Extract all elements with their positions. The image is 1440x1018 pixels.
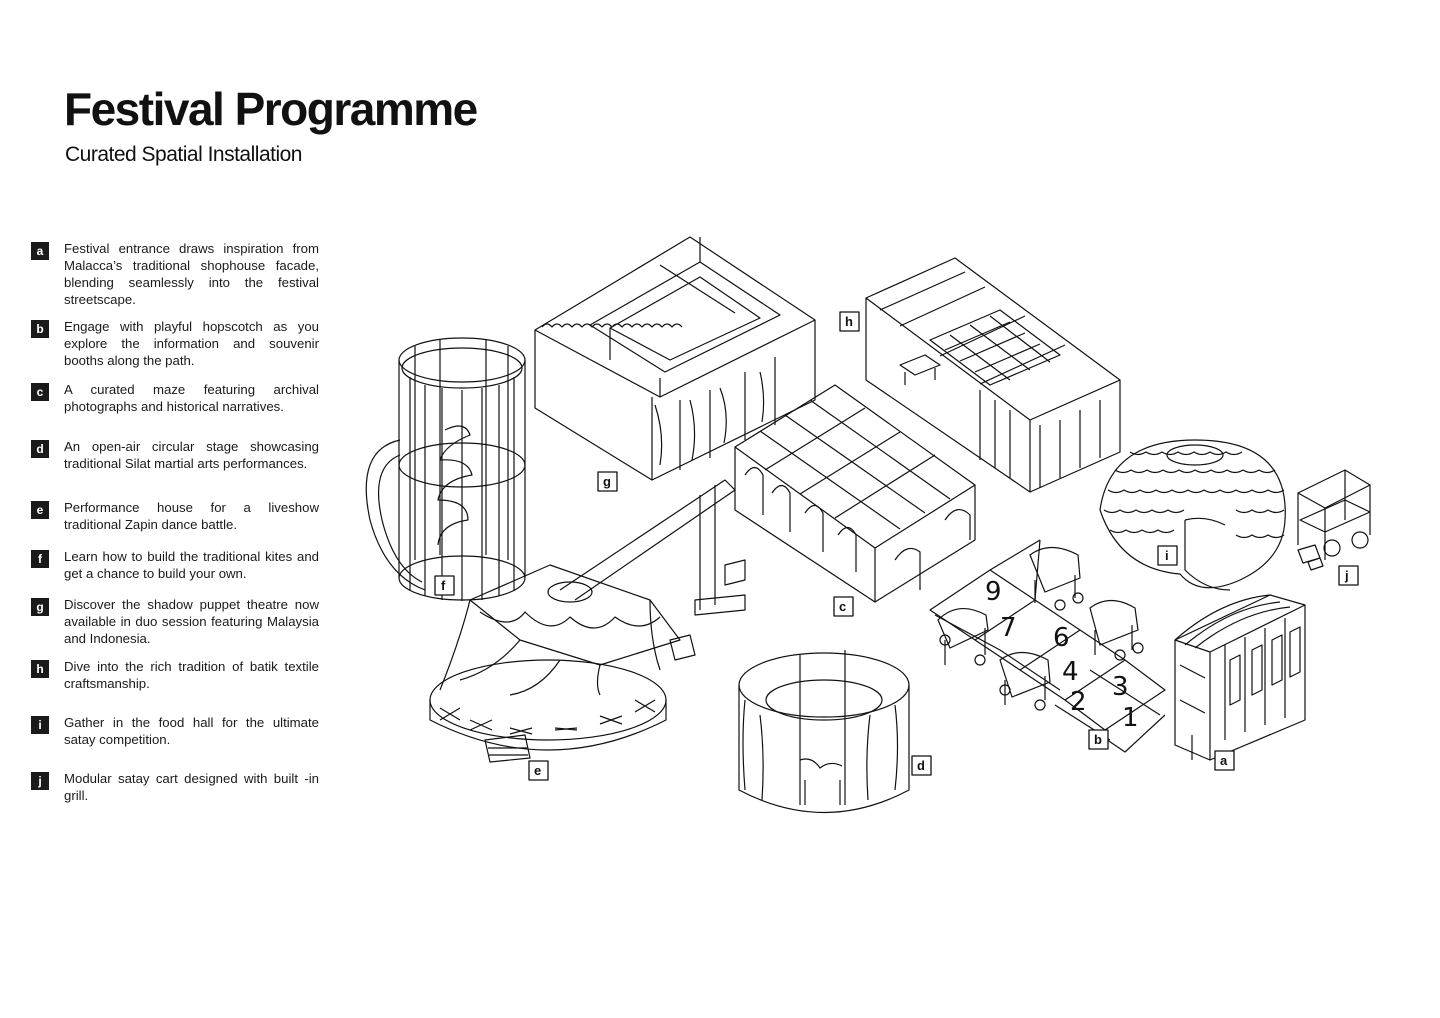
svg-text:e: e xyxy=(534,763,541,778)
page-subtitle: Curated Spatial Installation xyxy=(65,143,303,166)
drawing-label-j: j xyxy=(1338,565,1359,586)
svg-text:f: f xyxy=(441,578,446,593)
silat-circular-stage-d xyxy=(738,650,910,814)
legend-key-e: e xyxy=(31,501,49,519)
hop-number-6: 6 xyxy=(1053,623,1070,653)
kite-workshop-f xyxy=(365,337,526,601)
drawing-label-b: b xyxy=(1088,729,1109,750)
satay-cart-j xyxy=(1297,469,1371,571)
legend-key-g: g xyxy=(31,598,49,616)
hop-number-3: 3 xyxy=(1112,672,1129,702)
batik-workshop-h xyxy=(865,257,1121,493)
svg-text:i: i xyxy=(1165,548,1169,563)
legend-text-e: Performance house for a liveshow traditi… xyxy=(64,500,319,532)
legend-text-j: Modular satay cart designed with built -… xyxy=(64,771,319,803)
drawing-label-c: c xyxy=(833,596,854,617)
zapin-performance-house-e xyxy=(429,479,746,763)
drawing-label-a: a xyxy=(1214,750,1235,771)
drawing-label-e: e xyxy=(528,760,549,781)
legend-text-c: A curated maze featuring archival photog… xyxy=(64,382,319,414)
hop-number-7: 7 xyxy=(1000,613,1017,643)
drawing-label-i: i xyxy=(1157,545,1178,566)
legend-text-d: An open-air circular stage showcasing tr… xyxy=(64,439,319,471)
svg-text:d: d xyxy=(917,758,925,773)
legend-key-b: b xyxy=(31,320,49,338)
shadow-puppet-theatre-g xyxy=(534,236,816,481)
svg-text:g: g xyxy=(603,474,611,489)
legend-key-f: f xyxy=(31,550,49,568)
legend-text-g: Discover the shadow puppet theatre now a… xyxy=(64,597,319,646)
drawing-label-f: f xyxy=(434,575,455,596)
legend-key-d: d xyxy=(31,440,49,458)
hop-number-2: 2 xyxy=(1070,687,1087,717)
legend-key-c: c xyxy=(31,383,49,401)
legend-key-h: h xyxy=(31,660,49,678)
legend-text-f: Learn how to build the traditional kites… xyxy=(64,549,319,581)
drawing-label-h: h xyxy=(839,311,860,332)
svg-text:h: h xyxy=(845,314,853,329)
svg-text:j: j xyxy=(1344,568,1349,583)
drawing-label-d: d xyxy=(911,755,932,776)
info-booths xyxy=(937,546,1144,711)
hopscotch-numbers: 1 2 3 4 6 7 9 xyxy=(985,577,1139,733)
legend-text-a: Festival entrance draws inspiration from… xyxy=(64,241,319,307)
hop-number-4: 4 xyxy=(1062,657,1079,687)
archival-maze-c xyxy=(734,384,976,603)
satay-food-hall-dome-i xyxy=(1099,439,1286,591)
legend-text-h: Dive into the rich tradition of batik te… xyxy=(64,659,319,691)
page-title: Festival Programme xyxy=(64,83,478,135)
drawing-label-g: g xyxy=(597,471,618,492)
svg-text:b: b xyxy=(1094,732,1102,747)
hop-number-9: 9 xyxy=(985,577,1002,607)
svg-text:a: a xyxy=(1220,753,1228,768)
legend-key-i: i xyxy=(31,716,49,734)
shophouse-entrance-a xyxy=(1174,594,1306,761)
legend-key-a: a xyxy=(31,242,49,260)
legend-text-i: Gather in the food hall for the ultimate… xyxy=(64,715,319,747)
legend-text-b: Engage with playful hopscotch as you exp… xyxy=(64,319,319,368)
svg-text:c: c xyxy=(839,599,846,614)
legend-key-j: j xyxy=(31,772,49,790)
hop-number-1: 1 xyxy=(1122,703,1139,733)
